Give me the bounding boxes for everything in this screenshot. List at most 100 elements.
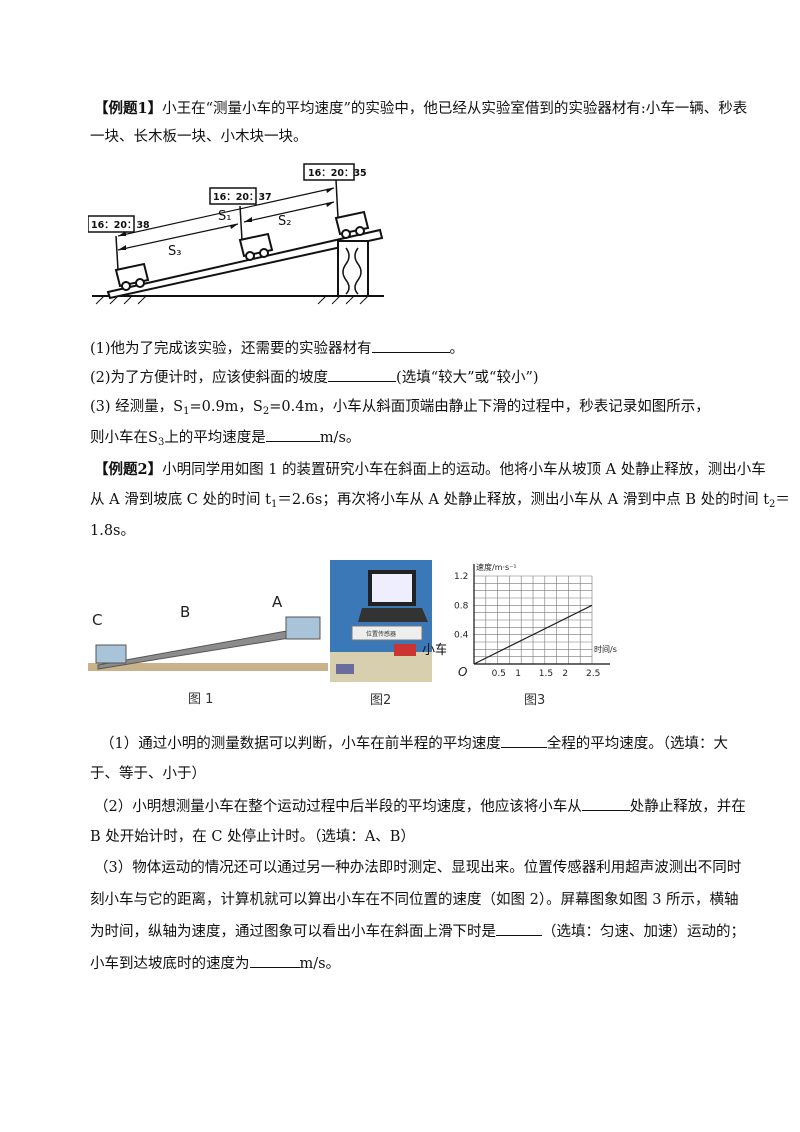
q3-text-d: 则小车在S [90,430,158,446]
car-label: 小车 [422,642,446,658]
chart-ticks: 1.2 0.8 0.4 0.5 1 1.5 2 2.5 [454,572,600,679]
label-s1: S₁ [218,209,231,224]
example2-tag: 【例题2】 [94,461,163,478]
figure-2: 位置传感器 小车 图2 [330,560,448,710]
intro-b1: 从 A 滑到坡底 C 处的时间 t [90,492,271,508]
example2-q2-line2: B 处开始计时，在 C 处停止计时。（选填：A、B） [90,827,415,847]
example2-q3-line2: 刻小车与它的距离，计算机就可以算出小车在不同位置的速度（如图 2）。屏幕图象如图… [90,890,739,910]
fig1-caption: 图 1 [188,692,213,707]
y-tick-label: 0.8 [454,601,469,611]
label-c: C [92,611,102,629]
intro-b-sub1: 1 [270,499,278,510]
q3-text-e: 上的平均速度是 [164,430,266,446]
chart-xlabel: 时间/s [594,644,617,654]
example2-q1-line2: 于、等于、小于） [90,764,206,784]
car-bottom [114,262,150,291]
answer-blank[interactable] [328,367,397,382]
x-tick-label: 1.5 [539,669,553,679]
intro-b2: ＝2.6s；再次将小车从 A 处静止释放，测出小车从 A 滑到中点 B 处的时间… [277,492,770,508]
example2-q3-line1: （3）物体运动的情况还可以通过另一种办法即时测定、显现出来。位置传感器利用超声波… [94,858,741,878]
car-middle [238,232,274,261]
q3-text-f: m/s。 [319,430,361,446]
example2-intro-line2: 从 A 滑到坡底 C 处的时间 t1＝2.6s；再次将小车从 A 处静止释放，测… [90,490,790,515]
intro-b3: ＝ [775,492,790,508]
example1-intro-a: 小王在“测量小车的平均速度”的实验中，他已经从实验室借到的实验器材有:小车一辆、… [162,101,748,117]
cart-bottom [95,644,127,664]
chart-origin: O [458,665,467,679]
q3-text-a: （3）物体运动的情况还可以通过另一种办法即时测定、显现出来。位置传感器利用超声波… [94,860,742,876]
chart-ylabel: 速度/m·s⁻¹ [476,562,517,572]
q3-text-c2: （选填：匀速、加速）运动的； [542,924,745,940]
x-tick-label: 2.5 [586,669,600,679]
q3-text-b: =0.9m，S [189,399,263,415]
y-tick-label: 1.2 [454,572,468,582]
figure-3: 1.2 0.8 0.4 0.5 1 1.5 2 2.5 速度/m·s⁻¹ 时间/s O 图3 [452,560,622,712]
series-line [473,604,593,665]
x-tick-label: 0.5 [492,669,506,679]
q1-text-b: 全程的平均速度。（选填：大 [546,736,728,752]
incline-diagram: S₃ S₁ S₂ 16：20：38 16：20：37 16：20：35 [87,163,384,305]
incline-figure: S₃ S₁ S₂ 16：20：38 16：20：37 16：20：35 [87,158,398,308]
y-tick-label: 0.4 [454,631,469,641]
car-top [334,210,370,239]
q1-text-c: 于、等于、小于） [90,766,206,782]
fig3-caption: 图3 [524,693,545,708]
label-b: B [180,603,190,621]
intro-b-sub2: 2 [769,499,776,510]
q2-text-a: （2）小明想测量小车在整个运动过程中后半段的平均速度，他应该将小车从 [94,799,582,815]
q3-text-c: =0.4m，小车从斜面顶端由静止下滑的过程中，秒表记录如图所示， [269,399,710,415]
example2-intro-a: 小明同学用如图 1 的装置研究小车在斜面上的运动。他将小车从坡顶 A 处静止释放… [162,462,766,478]
q3-sub2: 2 [262,406,270,417]
q1-text-a: （1）通过小明的测量数据可以判断，小车在前半程的平均速度 [100,736,501,752]
x-tick-label: 1 [515,669,521,679]
example2-q3-line3: 为时间，纵轴为速度，通过图象可以看出小车在斜面上滑下时是 （选填：匀速、加速）运动… [90,921,745,942]
example1-q1-end: 。 [449,341,465,357]
answer-blank[interactable] [500,733,547,748]
example1-intro-line1: 【例题1】小王在“测量小车的平均速度”的实验中，他已经从实验室借到的实验器材有:… [94,99,747,119]
q2-text-b: 处静止释放，并在 [629,799,746,815]
example1-intro-line2: 一块、长木板一块、小木块一块。 [90,127,308,147]
example1-q1-text: (1)他为了完成该实验，还需要的实验器材有 [90,341,372,357]
q3-sub1: 1 [183,406,190,417]
example2-q2-line1: （2）小明想测量小车在整个运动过程中后半段的平均速度，他应该将小车从 处静止释放，… [94,796,746,817]
sensor-label: 位置传感器 [366,630,396,638]
figure-1: C B A 图 1 [88,585,328,710]
q3-text-c1: 为时间，纵轴为速度，通过图象可以看出小车在斜面上滑下时是 [90,924,496,940]
x-tick-label: 2 [562,669,568,679]
answer-blank[interactable] [581,796,630,811]
answer-blank[interactable] [265,427,320,442]
example2-intro-line1: 【例题2】小明同学用如图 1 的装置研究小车在斜面上的运动。他将小车从坡顶 A … [94,460,766,480]
sensor-photo: 位置传感器 小车 图2 [330,560,448,708]
clock-left: 16：20：38 [91,220,150,231]
clock-mid: 16：20：37 [213,192,272,203]
fig2-caption: 图2 [370,693,391,708]
example1-tag: 【例题1】 [94,100,163,117]
velocity-time-chart: 1.2 0.8 0.4 0.5 1 1.5 2 2.5 速度/m·s⁻¹ 时间/s O 图3 [454,562,617,708]
example1-q2-end: (选填“较大”或“较小”) [396,370,539,386]
example1-q3-line2: 则小车在S3上的平均速度是 m/s。 [90,427,360,453]
example1-q2-text: (2)为了方便计时，应该使斜面的坡度 [90,370,329,386]
example2-q1-line1: （1）通过小明的测量数据可以判断，小车在前半程的平均速度 全程的平均速度。（选填：… [100,733,728,754]
q3-text-a: (3) 经测量，S [90,399,184,415]
q3-sub3: 3 [157,437,165,448]
example1-intro-b: 一块、长木板一块、小木块一块。 [90,129,308,145]
example1-q2: (2)为了方便计时，应该使斜面的坡度 (选填“较大”或“较小”) [90,367,539,388]
chart-axes [473,564,610,665]
q3-text-d2: m/s。 [299,956,341,972]
answer-blank[interactable] [371,338,450,353]
q3-text-b: 刻小车与它的距离，计算机就可以算出小车在不同位置的速度（如图 2）。屏幕图象如图… [90,892,739,908]
cart-top [285,616,321,640]
ramp-diagram: C B A 图 1 [88,593,328,707]
clock-top: 16：20：35 [308,168,367,179]
answer-blank[interactable] [249,953,300,968]
example1-q1: (1)他为了完成该实验，还需要的实验器材有 。 [90,338,464,359]
label-a: A [272,593,283,611]
intro-c: 1.8s。 [90,523,136,539]
label-s3: S₃ [168,244,181,259]
label-s2: S₂ [278,214,291,229]
chart-grid [473,575,593,665]
example2-intro-line3: 1.8s。 [90,521,135,541]
answer-blank[interactable] [496,921,542,936]
example1-q3-line1: (3) 经测量，S1=0.9m，S2=0.4m，小车从斜面顶端由静止下滑的过程中… [90,397,710,422]
